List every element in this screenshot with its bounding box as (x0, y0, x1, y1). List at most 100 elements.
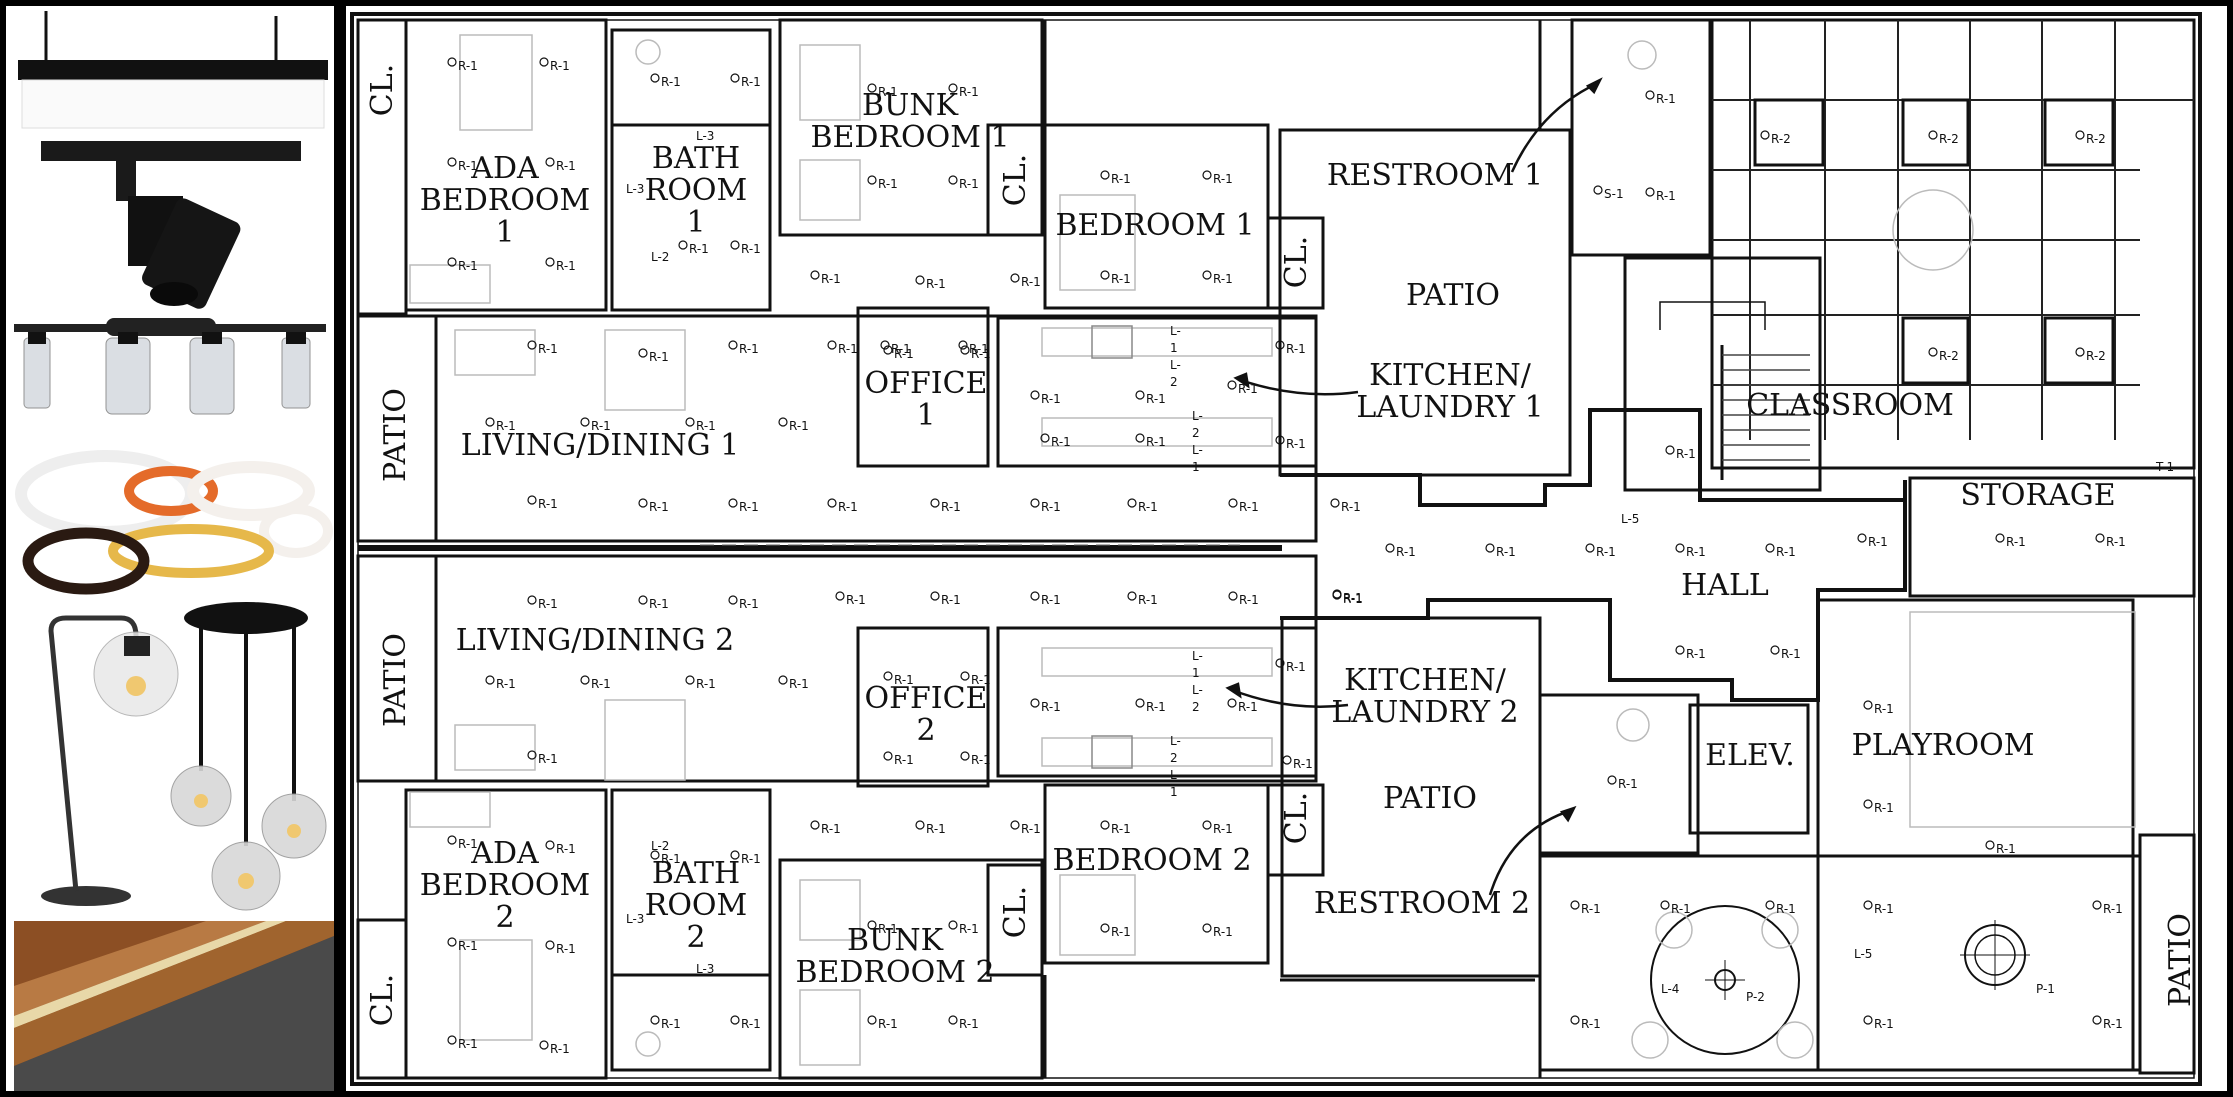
room-label-line: KITCHEN/ (1369, 358, 1532, 393)
fixture-tag: R-1 (1770, 645, 1801, 661)
fixture-symbol-icon (447, 157, 457, 167)
fixture-label: R-1 (458, 159, 478, 173)
fixture-tag: R-1 (1202, 923, 1233, 939)
fixture-symbol-icon (1228, 498, 1238, 508)
fixture-tag: R-1 (1765, 543, 1796, 559)
fixture-tag: R-1 (447, 835, 478, 851)
fixture-label: R-1 (1686, 647, 1706, 661)
fixture-label: R-2 (1939, 349, 1959, 363)
fixture-tag: R-1 (545, 940, 576, 956)
fixture-tag: R-1 (1282, 755, 1313, 771)
fixture-tag: R-1 (1040, 433, 1071, 449)
fixture-symbol-icon (1275, 435, 1285, 445)
fixture-label: R-1 (556, 159, 576, 173)
fixture-symbol-icon (728, 595, 738, 605)
fixture-symbol-icon (948, 920, 958, 930)
fixture-tag: R-1 (685, 417, 716, 433)
room-label-patio-r: PATIO (2163, 913, 2198, 1007)
room-label-classroom: CLASSROOM (1746, 388, 1954, 423)
room-label-line: ADA (470, 151, 539, 186)
fixture-label: R-1 (1656, 92, 1676, 106)
fixture-label: R-1 (649, 350, 669, 364)
fixture-tag: R-1 (678, 240, 709, 256)
fixture-label: R-1 (878, 922, 898, 936)
fixture-symbol-icon (810, 270, 820, 280)
fixture-label: R-1 (941, 500, 961, 514)
fixture-tag: R-1 (685, 675, 716, 691)
fixture-tag: R-1 (810, 820, 841, 836)
fixture-label: R-1 (1293, 757, 1313, 771)
walls (350, 12, 2202, 1086)
fixture-tag: R-1 (1202, 170, 1233, 186)
fixture-label: R-1 (1111, 925, 1131, 939)
fixture-tag: R-1 (948, 920, 979, 936)
fixture-symbol-icon (1127, 498, 1137, 508)
fixture-label: R-1 (538, 497, 558, 511)
fixture-symbol-icon (1282, 755, 1292, 765)
kitchen-fixture-line: 2 (1170, 375, 1178, 389)
room-label-line: BATH (652, 856, 740, 891)
fixture-symbol-icon (650, 850, 660, 860)
fixture-label: R-1 (1041, 392, 1061, 406)
room-label-line: CLASSROOM (1746, 388, 1954, 423)
kitchen-fixture-line: L- (1192, 683, 1203, 697)
fixture-label: R-1 (741, 75, 761, 89)
fixture-tag: R-1 (447, 157, 478, 173)
fixture-tag: R-1 (1332, 589, 1363, 605)
fixture-label: R-1 (458, 939, 478, 953)
fixture-label: R-1 (1874, 801, 1894, 815)
fixture-label: R-1 (556, 842, 576, 856)
fixture-tag: R-1 (915, 275, 946, 291)
room-label-line: CL. (1279, 236, 1314, 288)
fixture-label: R-1 (556, 259, 576, 273)
fixture-symbol-icon (948, 1015, 958, 1025)
fixture-tag: L-2 (651, 250, 669, 264)
room-label-line: 2 (495, 900, 514, 935)
fixture-tag: R-1 (1645, 90, 1676, 106)
room-label-line: LAUNDRY 1 (1356, 390, 1543, 425)
vanity-light-image (14, 318, 326, 415)
fixture-tag: R-1 (730, 73, 761, 89)
fixture-label: R-1 (1343, 591, 1363, 605)
room-label-line: BATH (652, 141, 740, 176)
fixture-tag: L-5 (1854, 947, 1872, 961)
fixture-label: R-1 (1781, 647, 1801, 661)
room-label-line: PATIO (2163, 913, 2198, 1007)
fixture-symbol-icon (730, 73, 740, 83)
fixture-tag: R-1 (1100, 820, 1131, 836)
fixture-symbol-icon (2092, 900, 2102, 910)
fixture-tag: R-1 (1765, 900, 1796, 916)
fixture-symbol-icon (1665, 445, 1675, 455)
fixture-symbol-icon (485, 675, 495, 685)
fixture-label: L-2 (651, 250, 669, 264)
fixture-symbol-icon (1100, 170, 1110, 180)
fixture-symbol-icon (1010, 820, 1020, 830)
fixture-label: R-2 (2086, 349, 2106, 363)
fixture-label: R-1 (878, 1017, 898, 1031)
fixture-label: R-1 (894, 753, 914, 767)
fixture-label: R-1 (661, 852, 681, 866)
fixture-tag: R-1 (730, 240, 761, 256)
fixture-tag: R-1 (1100, 270, 1131, 286)
fixture-tag: L-3 (696, 129, 714, 143)
room-label-cl-c: CL. (1279, 236, 1314, 288)
room-label-cl-a: CL. (365, 64, 400, 116)
fixture-label: R-1 (741, 852, 761, 866)
room-label-line: PATIO (378, 633, 413, 727)
fixture-tag: R-1 (527, 495, 558, 511)
fixture-label: R-1 (971, 753, 991, 767)
fixture-symbol-icon (638, 498, 648, 508)
fixture-label: R-1 (741, 1017, 761, 1031)
fixture-symbol-icon (1928, 347, 1938, 357)
room-label-line: LAUNDRY 2 (1331, 695, 1518, 730)
room-label-line: ELEV. (1705, 738, 1795, 773)
fixture-tag: R-1 (2095, 533, 2126, 549)
fixture-label: R-1 (1776, 545, 1796, 559)
fixture-tag: R-1 (447, 1035, 478, 1051)
kitchen-fixture-line: L- (1192, 649, 1203, 663)
fixture-label: R-1 (789, 419, 809, 433)
fixture-symbol-icon (1040, 433, 1050, 443)
fixture-tag: R-1 (2092, 900, 2123, 916)
